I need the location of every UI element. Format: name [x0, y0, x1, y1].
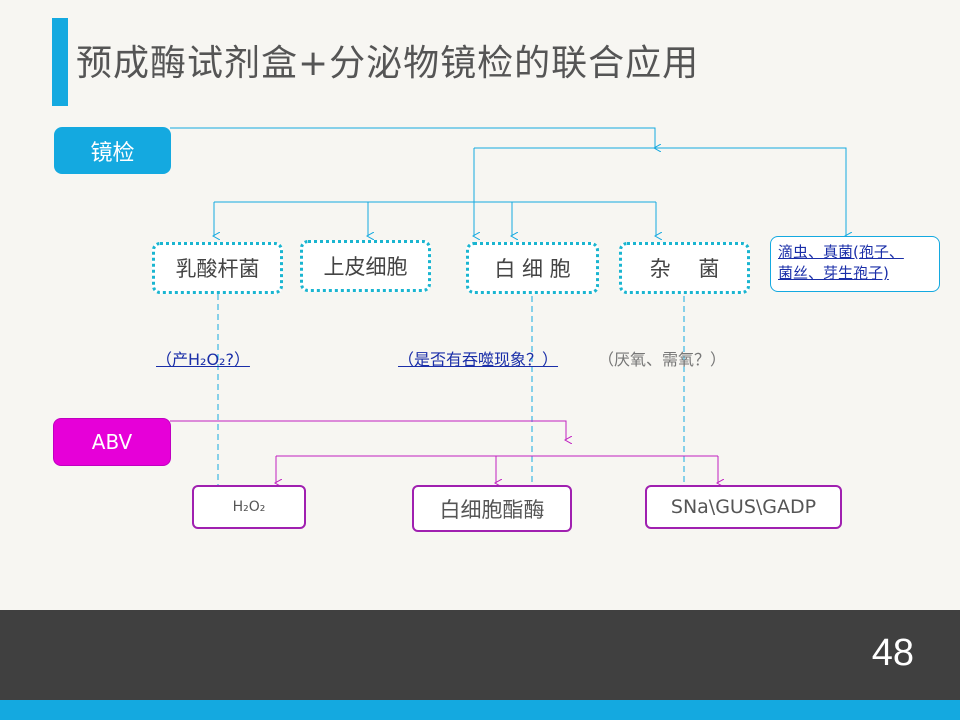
oxygen-question: （厌氧、需氧？）	[598, 350, 727, 369]
lactobacillus-box: 乳酸杆菌	[152, 242, 283, 294]
h2o2-question-link[interactable]: （产H₂O₂?）	[156, 350, 250, 369]
slide-title: 预成酶试剂盒+分泌物镜检的联合应用	[76, 43, 700, 84]
leukocyte-esterase-box: 白细胞酯酶	[412, 485, 572, 532]
fungi-line-2: 菌丝、芽生孢子)	[778, 264, 889, 282]
epithelial-cell-box: 上皮细胞	[300, 240, 431, 292]
title-accent-bar	[52, 18, 68, 106]
microscopy-label: 镜检	[54, 127, 171, 174]
footer-bar	[0, 610, 960, 700]
abv-label: ABV	[53, 418, 171, 466]
enzyme-box: SNa\GUS\GADP	[645, 485, 842, 529]
mixed-bacteria-box: 杂 菌	[619, 242, 750, 294]
phagocytosis-question-link[interactable]: （是否有吞噬现象？）	[398, 350, 559, 369]
trichomonas-fungi-box	[770, 236, 940, 292]
fungi-line-1: 滴虫、真菌(孢子、	[778, 243, 904, 261]
page-number: 48	[871, 632, 914, 674]
footer-stripe	[0, 700, 960, 720]
trichomonas-fungi-text[interactable]: 滴虫、真菌(孢子、 菌丝、芽生孢子)	[778, 242, 938, 284]
h2o2-box: H₂O₂	[192, 485, 306, 529]
leukocyte-box: 白 细 胞	[466, 242, 599, 294]
